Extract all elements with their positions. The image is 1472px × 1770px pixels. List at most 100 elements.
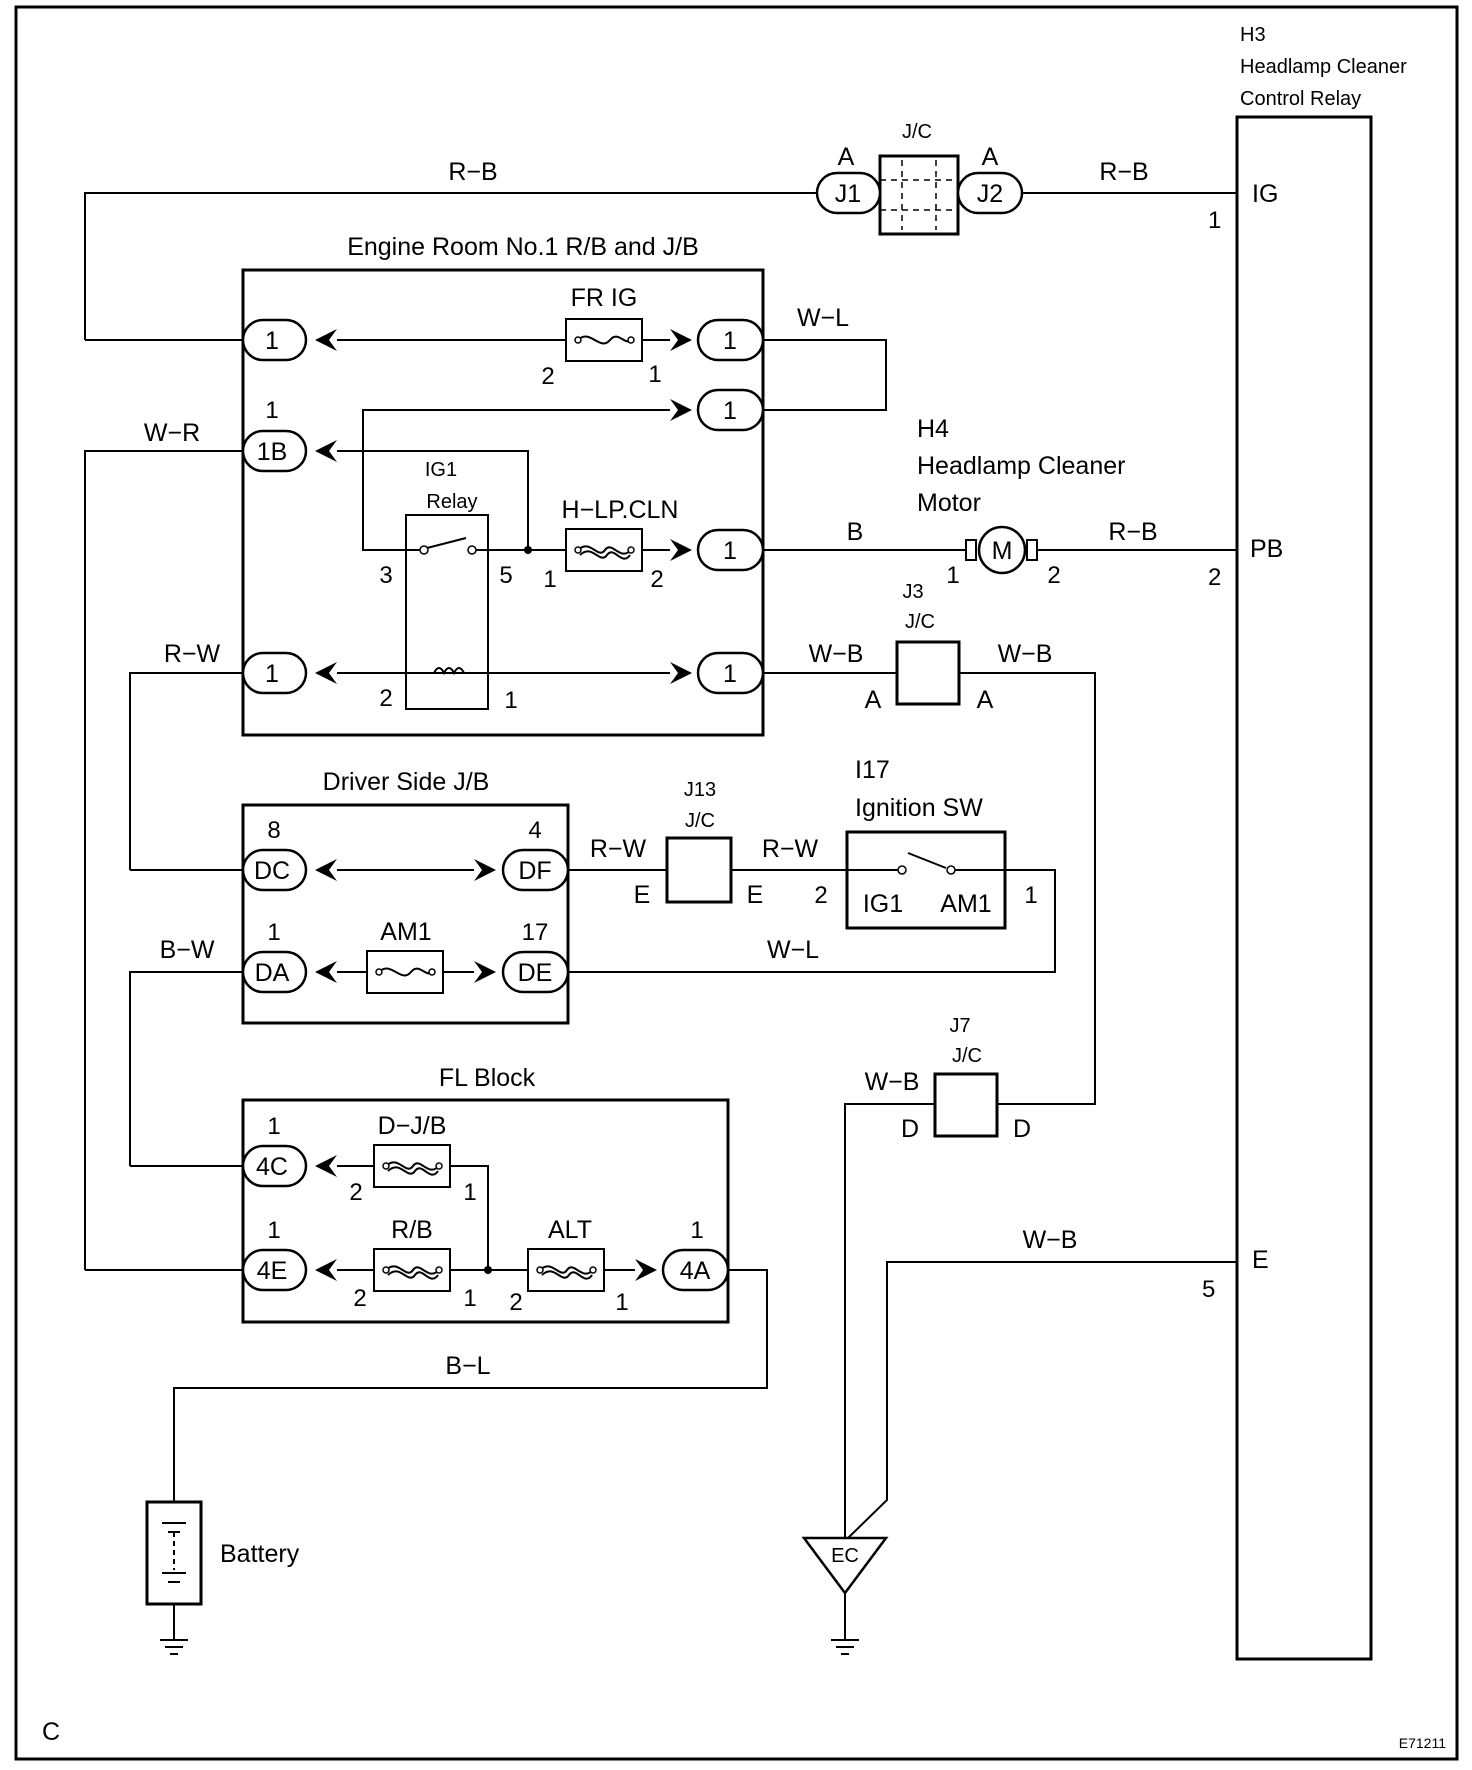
fl-block-title: FL Block — [439, 1064, 536, 1092]
connector-df-pin: 4 — [528, 817, 541, 844]
j13-pin-left: E — [634, 881, 651, 909]
relay-pin-1: 1 — [504, 687, 517, 714]
wire-label-rw-j13-right: R−W — [762, 835, 819, 863]
engine-conn-right-1c: 1 — [723, 537, 737, 565]
corner-label-right: E71211 — [1399, 1735, 1446, 1751]
headlamp-cleaner-control-relay: H3 Headlamp Cleaner Control Relay IG 1 P… — [1202, 24, 1407, 1661]
fuse-am1-label: AM1 — [380, 918, 431, 946]
driver-jb-title: Driver Side J/B — [323, 768, 490, 796]
connector-4c: 4C — [256, 1153, 288, 1181]
jc-top-pin-a-left: A — [838, 143, 855, 171]
relay-name-line2: Control Relay — [1240, 88, 1361, 110]
junction-j13: J13 J/C E E — [568, 779, 901, 909]
connector-de-pin: 17 — [522, 919, 549, 946]
relay-pin-3: 3 — [379, 562, 392, 589]
engine-conn-right-1b: 1 — [723, 397, 737, 425]
fl-block: FL Block 4C 1 D−J/B 2 1 4E 1 R/B 2 1 — [85, 1064, 730, 1324]
wire-label-rb-top-right: R−B — [1099, 158, 1148, 186]
rb-pin-right: 1 — [463, 1285, 476, 1312]
ground-ec-label: EC — [831, 1545, 859, 1567]
wire-label-bw: B−W — [160, 936, 215, 964]
engine-conn-right-1a: 1 — [723, 327, 737, 355]
connector-4e: 4E — [257, 1257, 288, 1285]
relay-pin-ig-number: 1 — [1208, 207, 1221, 234]
hlp-pin-right: 2 — [650, 566, 663, 593]
wire-label-wb-e: W−B — [1023, 1226, 1078, 1254]
motor-symbol: M — [992, 537, 1013, 565]
ignition-pin-right: 1 — [1024, 882, 1037, 909]
ig1-relay-label-line1: IG1 — [425, 459, 457, 481]
connector-4a: 4A — [680, 1257, 711, 1285]
connector-4e-pin: 1 — [267, 1217, 280, 1244]
headlamp-cleaner-motor: M H4 Headlamp Cleaner Motor 1 2 — [763, 415, 1237, 589]
relay-pin-2: 2 — [379, 685, 392, 712]
corner-label-left: C — [42, 1718, 60, 1746]
wire-label-rb-top-left: R−B — [448, 158, 497, 186]
fuse-djb-label: D−J/B — [378, 1112, 447, 1140]
fuse-hlp-cln-label: H−LP.CLN — [562, 496, 679, 524]
wire-label-b-motor: B — [847, 518, 864, 546]
junction-connector-top: J1 J2 J/C A A — [84, 121, 1237, 340]
battery: Battery — [145, 1500, 300, 1655]
j13-label: J/C — [685, 810, 715, 832]
connector-j1: J1 — [835, 180, 861, 208]
j3-code: J3 — [902, 581, 923, 603]
wire-label-wl-mid: W−L — [767, 936, 819, 964]
jc-top-pin-a-right: A — [982, 143, 999, 171]
driver-side-jb: Driver Side J/B DC 8 DF 4 DA 1 DE 17 AM1 — [129, 768, 570, 1166]
j7-pin-left: D — [901, 1115, 919, 1143]
relay-pin-5: 5 — [499, 562, 512, 589]
ground-ec: EC — [801, 1536, 889, 1655]
jc-top-label: J/C — [902, 121, 932, 143]
connector-dc-pin: 8 — [267, 817, 280, 844]
wire-label-wl-top: W−L — [797, 304, 849, 332]
relay-pin-e-number: 5 — [1202, 1276, 1215, 1303]
wire-label-wb-j7: W−B — [865, 1068, 920, 1096]
battery-label: Battery — [220, 1540, 300, 1568]
fr-ig-pin-left: 2 — [541, 363, 554, 390]
relay-pin-pb-number: 2 — [1208, 564, 1221, 591]
junction-j3: J3 J/C A A — [763, 581, 1096, 1105]
ig1-relay-label-line2: Relay — [426, 491, 477, 513]
junction-j7: J7 J/C D D — [844, 1015, 1031, 1538]
motor-pin-left: 1 — [946, 562, 959, 589]
j3-label: J/C — [905, 611, 935, 633]
wire-wb-e — [847, 1261, 1237, 1539]
wire-bl — [173, 1269, 768, 1502]
ignition-code: I17 — [855, 756, 890, 784]
fuse-rb-label: R/B — [391, 1216, 433, 1244]
engine-room-rb-jb: Engine Room No.1 R/B and J/B 1 1 FR IG 2… — [84, 233, 887, 1270]
motor-name-line1: Headlamp Cleaner — [917, 452, 1125, 480]
relay-name-line1: Headlamp Cleaner — [1240, 56, 1407, 78]
ignition-pin-left: 2 — [814, 882, 827, 909]
connector-dc: DC — [254, 857, 290, 885]
relay-pin-e: E — [1252, 1246, 1269, 1274]
wire-label-wr: W−R — [144, 419, 200, 447]
fuse-fr-ig-label: FR IG — [571, 284, 638, 312]
connector-df: DF — [518, 857, 551, 885]
j13-code: J13 — [684, 779, 716, 801]
ignition-ig1: IG1 — [863, 890, 903, 918]
motor-code: H4 — [917, 415, 949, 443]
relay-code: H3 — [1240, 24, 1266, 46]
connector-de: DE — [518, 959, 553, 987]
j7-label: J/C — [952, 1045, 982, 1067]
wire-label-rb-motor: R−B — [1108, 518, 1157, 546]
ignition-name: Ignition SW — [855, 794, 983, 822]
ignition-switch: I17 Ignition SW IG1 AM1 2 1 — [568, 756, 1056, 973]
alt-pin-right: 1 — [615, 1289, 628, 1316]
wire-label-bl: B−L — [445, 1352, 490, 1380]
ignition-am1: AM1 — [940, 890, 991, 918]
j13-pin-right: E — [747, 881, 764, 909]
hlp-pin-left: 1 — [543, 566, 556, 593]
connector-da-pin: 1 — [267, 919, 280, 946]
connector-4a-pin: 1 — [690, 1217, 703, 1244]
j3-pin-right: A — [977, 686, 994, 714]
engine-conn-1b: 1B — [257, 438, 288, 466]
motor-name-line2: Motor — [917, 489, 981, 517]
wire-label-wb-j3-left: W−B — [809, 640, 864, 668]
connector-4c-pin: 1 — [267, 1113, 280, 1140]
djb-pin-right: 1 — [463, 1179, 476, 1206]
fuse-alt-label: ALT — [548, 1216, 592, 1244]
